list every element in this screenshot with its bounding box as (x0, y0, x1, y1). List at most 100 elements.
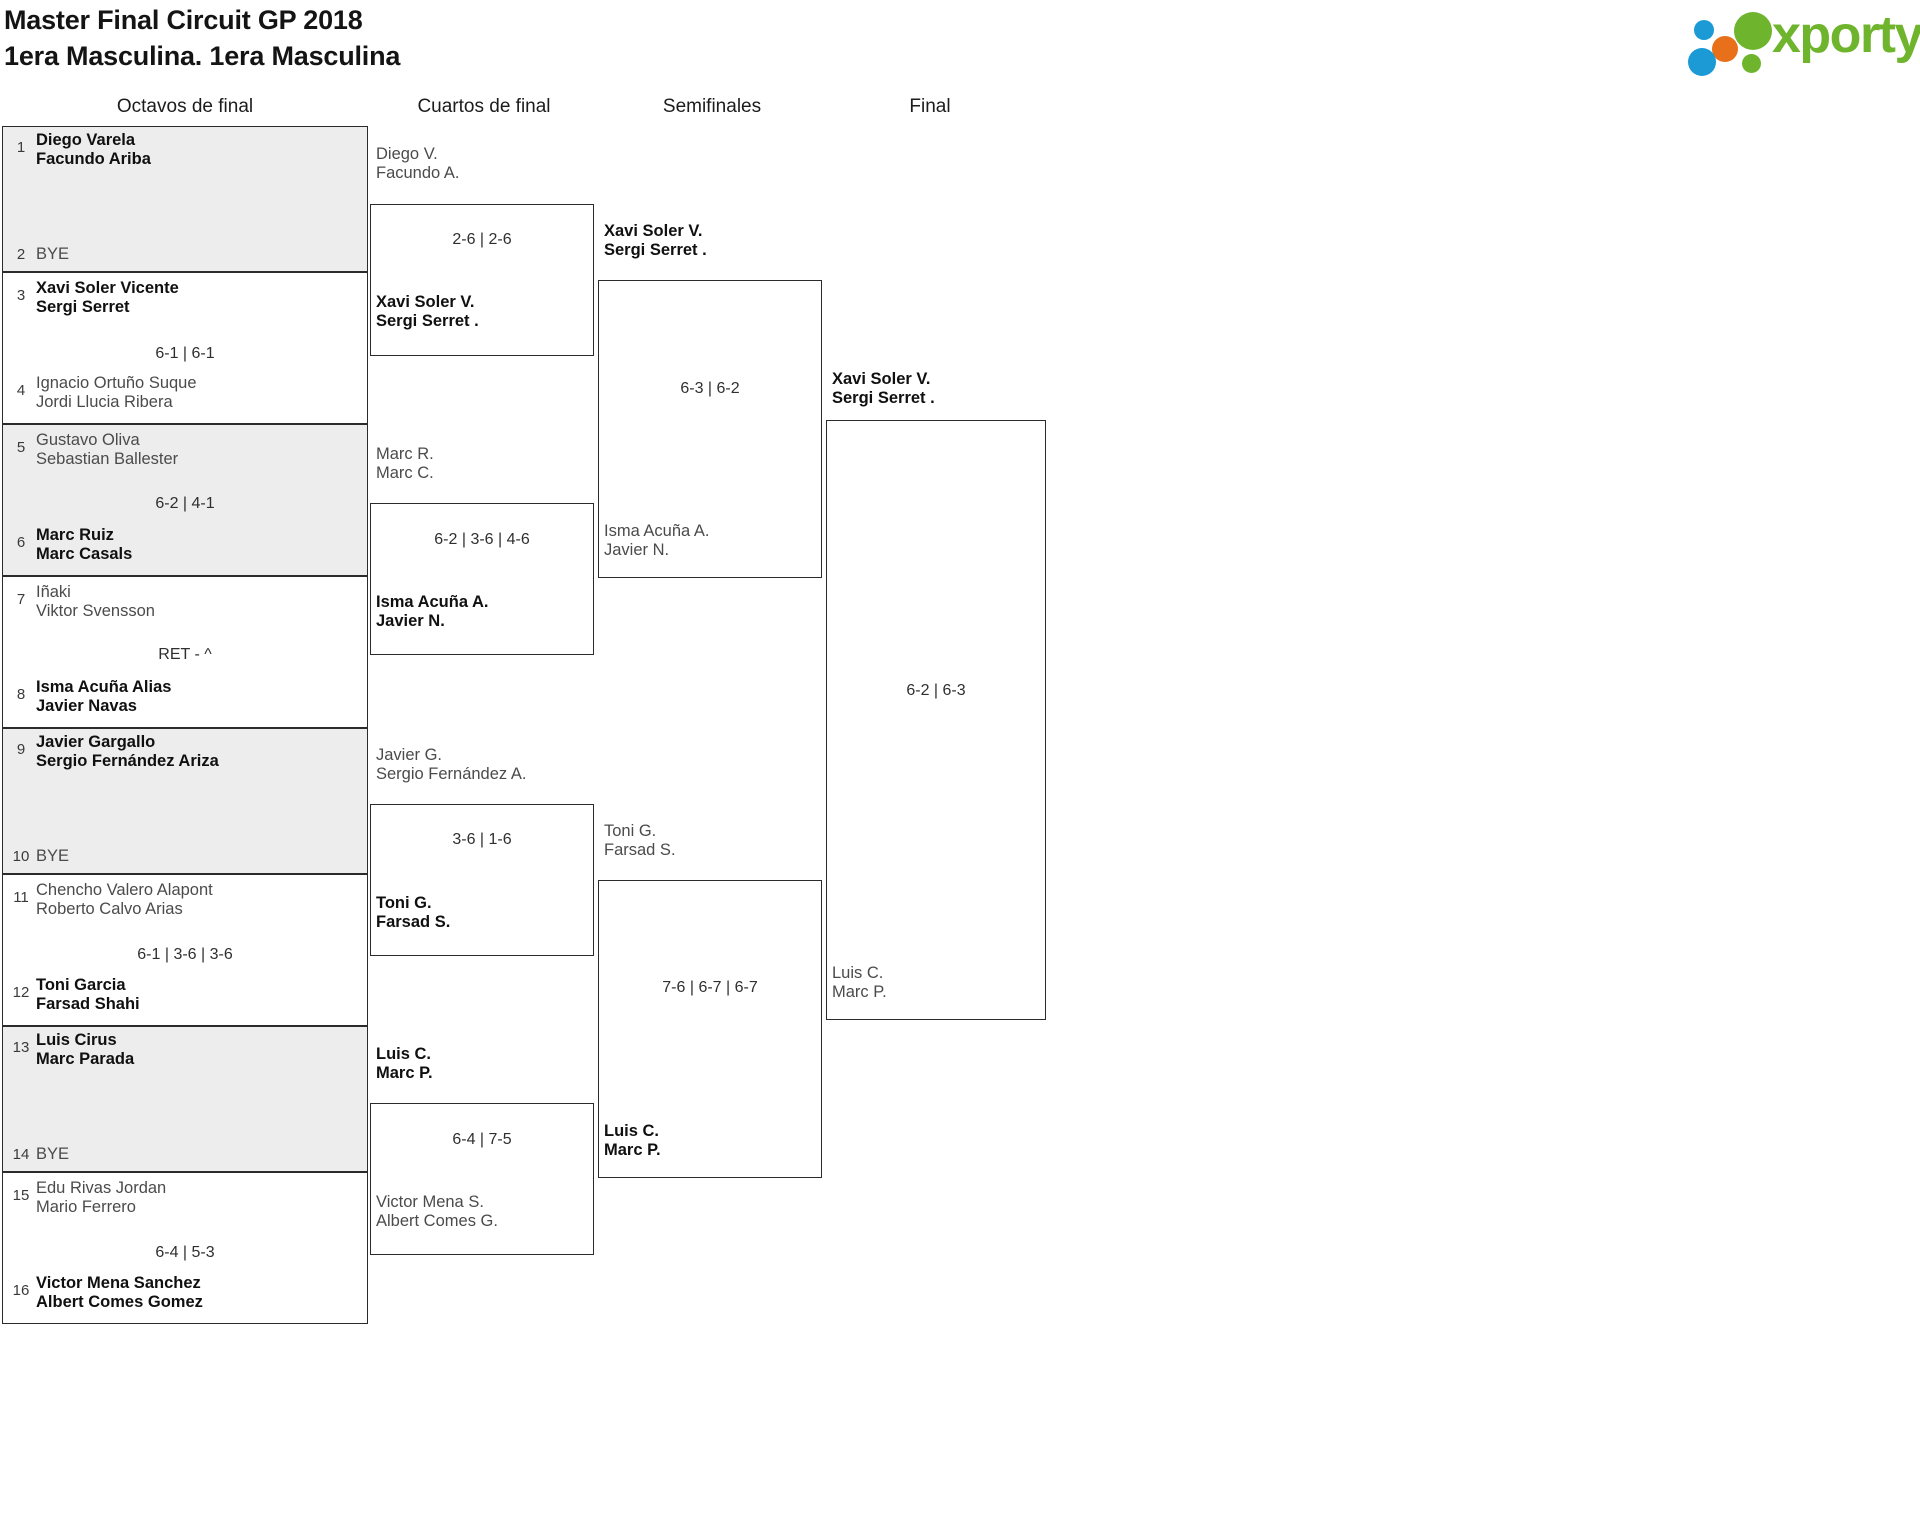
player-pair: Xavi Soler Vicente Sergi Serret (36, 279, 361, 317)
player-name: Luis C. (604, 1122, 660, 1140)
player-name: Toni G. (376, 894, 432, 912)
player-pair: Isma Acuña Alias Javier Navas (36, 678, 361, 716)
player-name: Xavi Soler V. (376, 293, 475, 311)
player-name: Sebastian Ballester (36, 450, 179, 468)
tournament-category: 1era Masculina. 1era Masculina (4, 41, 401, 71)
advancing-pair: Isma Acuña A. Javier N. (376, 593, 488, 631)
bracket-cell-seed-7[interactable]: 7 Iñaki Viktor Svensson (2, 576, 368, 670)
match-score: 6-3 | 6-2 (680, 380, 740, 397)
player-pair: Toni Garcia Farsad Shahi (36, 976, 361, 1014)
player-name: Marc P. (832, 983, 887, 1001)
player-name: Javier Navas (36, 697, 137, 715)
player-pair: Iñaki Viktor Svensson (36, 583, 361, 621)
match-score: 6-2 | 4-1 (155, 495, 215, 512)
advancing-pair: Isma Acuña A. Javier N. (604, 522, 709, 560)
player-name: Javier G. (376, 746, 443, 764)
player-name: Jordi Llucia Ribera (36, 393, 173, 411)
player-pair: Victor Mena Sanchez Albert Comes Gomez (36, 1274, 361, 1312)
bracket-cell-seed-2[interactable]: 2 BYE (2, 236, 368, 272)
bracket-cell-seed-9[interactable]: 9 Javier Gargallo Sergio Fernández Ariza (2, 728, 368, 838)
seed-number: 7 (16, 591, 26, 608)
player-name: Sergio Fernández A. (376, 765, 527, 783)
bracket-cell-seed-12[interactable]: 12 Toni Garcia Farsad Shahi (2, 968, 368, 1026)
player-name: Marc Parada (36, 1050, 135, 1068)
bye-label: BYE (36, 847, 70, 865)
logo-dot-blue-bottom (1688, 48, 1716, 76)
round-header-final: Final (909, 96, 951, 117)
bracket-cell-seed-16[interactable]: 16 Victor Mena Sanchez Albert Comes Gome… (2, 1266, 368, 1324)
bracket-cell-seed-8[interactable]: 8 Isma Acuña Alias Javier Navas (2, 670, 368, 728)
xporty-logo[interactable]: xporty (1686, 6, 1920, 76)
player-name: Isma Acuña A. (376, 593, 489, 611)
player-name: Facundo Ariba (36, 150, 151, 168)
advancing-pair: Diego V. Facundo A. (376, 145, 459, 183)
bracket-cell-seed-14[interactable]: 14 BYE (2, 1136, 368, 1172)
bracket-cell-seed-11[interactable]: 11 Chencho Valero Alapont Roberto Calvo … (2, 874, 368, 968)
player-name: Luis C. (832, 964, 884, 982)
player-name: Sergi Serret (36, 298, 130, 316)
advancing-pair: Xavi Soler V. Sergi Serret . (604, 222, 707, 260)
player-name: Sergi Serret . (604, 241, 707, 259)
player-name: Luis C. (376, 1045, 432, 1063)
player-name: Xavi Soler V. (832, 370, 931, 388)
player-name: Toni Garcia (36, 976, 126, 994)
player-name: Marc Casals (36, 545, 133, 563)
runner-up-pair: Luis C. Marc P. (832, 964, 887, 1002)
player-name: Ignacio Ortuño Suque (36, 374, 197, 392)
player-name: Marc P. (376, 1064, 433, 1082)
bracket-cell-seed-1[interactable]: 1 Diego Varela Facundo Ariba (2, 126, 368, 236)
player-name: Farsad S. (376, 913, 451, 931)
bracket-cell-seed-3[interactable]: 3 Xavi Soler Vicente Sergi Serret (2, 272, 368, 366)
round-header-cuartos: Cuartos de final (417, 96, 551, 117)
player-name: Marc C. (376, 464, 434, 482)
player-name: Farsad S. (604, 841, 676, 859)
bracket-cell-seed-15[interactable]: 15 Edu Rivas Jordan Mario Ferrero (2, 1172, 368, 1266)
player-name: Marc Ruiz (36, 526, 114, 544)
player-name: Isma Acuña Alias (36, 678, 172, 696)
player-pair: Diego Varela Facundo Ariba (36, 131, 361, 169)
bracket-cell-seed-6[interactable]: 6 Marc Ruiz Marc Casals (2, 518, 368, 576)
player-name: Luis Cirus (36, 1031, 117, 1049)
sf-connector-2 (598, 880, 822, 1178)
advancing-pair: Luis C. Marc P. (604, 1122, 661, 1160)
player-pair: Chencho Valero Alapont Roberto Calvo Ari… (36, 881, 361, 919)
round-header-octavos: Octavos de final (116, 96, 254, 117)
match-score: 6-4 | 7-5 (452, 1131, 512, 1148)
bye-label: BYE (36, 245, 70, 263)
player-name: Isma Acuña A. (604, 522, 710, 540)
logo-wordmark: xporty (1772, 6, 1920, 64)
seed-number: 12 (12, 984, 30, 1001)
player-name: Toni G. (604, 822, 657, 840)
final-connector (826, 420, 1046, 1020)
player-name: Facundo A. (376, 164, 460, 182)
player-name: Victor Mena S. (376, 1193, 484, 1211)
logo-dot-orange (1712, 36, 1738, 62)
player-name: Javier Gargallo (36, 733, 156, 751)
player-pair: Gustavo Oliva Sebastian Ballester (36, 431, 361, 469)
match-score: 7-6 | 6-7 | 6-7 (662, 979, 758, 996)
seed-number: 2 (16, 246, 26, 263)
bracket-cell-seed-4[interactable]: 4 Ignacio Ortuño Suque Jordi Llucia Ribe… (2, 366, 368, 424)
match-score: 6-1 | 6-1 (155, 345, 215, 362)
bracket-cell-seed-13[interactable]: 13 Luis Cirus Marc Parada (2, 1026, 368, 1136)
match-score: 6-1 | 3-6 | 3-6 (137, 946, 233, 963)
sf-connector-1 (598, 280, 822, 578)
match-score: 3-6 | 1-6 (452, 831, 512, 848)
seed-number: 6 (16, 534, 26, 551)
seed-number: 1 (16, 139, 26, 156)
player-pair: Ignacio Ortuño Suque Jordi Llucia Ribera (36, 374, 361, 412)
seed-number: 8 (16, 686, 26, 703)
bracket-cell-seed-10[interactable]: 10 BYE (2, 838, 368, 874)
player-name: Diego V. (376, 145, 438, 163)
player-name: Sergio Fernández Ariza (36, 752, 219, 770)
match-score: 6-4 | 5-3 (155, 1244, 215, 1261)
seed-number: 14 (12, 1146, 30, 1163)
player-name: Sergi Serret . (832, 389, 935, 407)
page-header: Master Final Circuit GP 2018 1era Mascul… (4, 2, 1004, 74)
logo-dot-blue-top (1694, 20, 1714, 40)
seed-number: 15 (12, 1187, 30, 1204)
advancing-pair: Xavi Soler V. Sergi Serret . (376, 293, 479, 331)
bracket-cell-seed-5[interactable]: 5 Gustavo Oliva Sebastian Ballester (2, 424, 368, 518)
player-pair: Javier Gargallo Sergio Fernández Ariza (36, 733, 361, 771)
